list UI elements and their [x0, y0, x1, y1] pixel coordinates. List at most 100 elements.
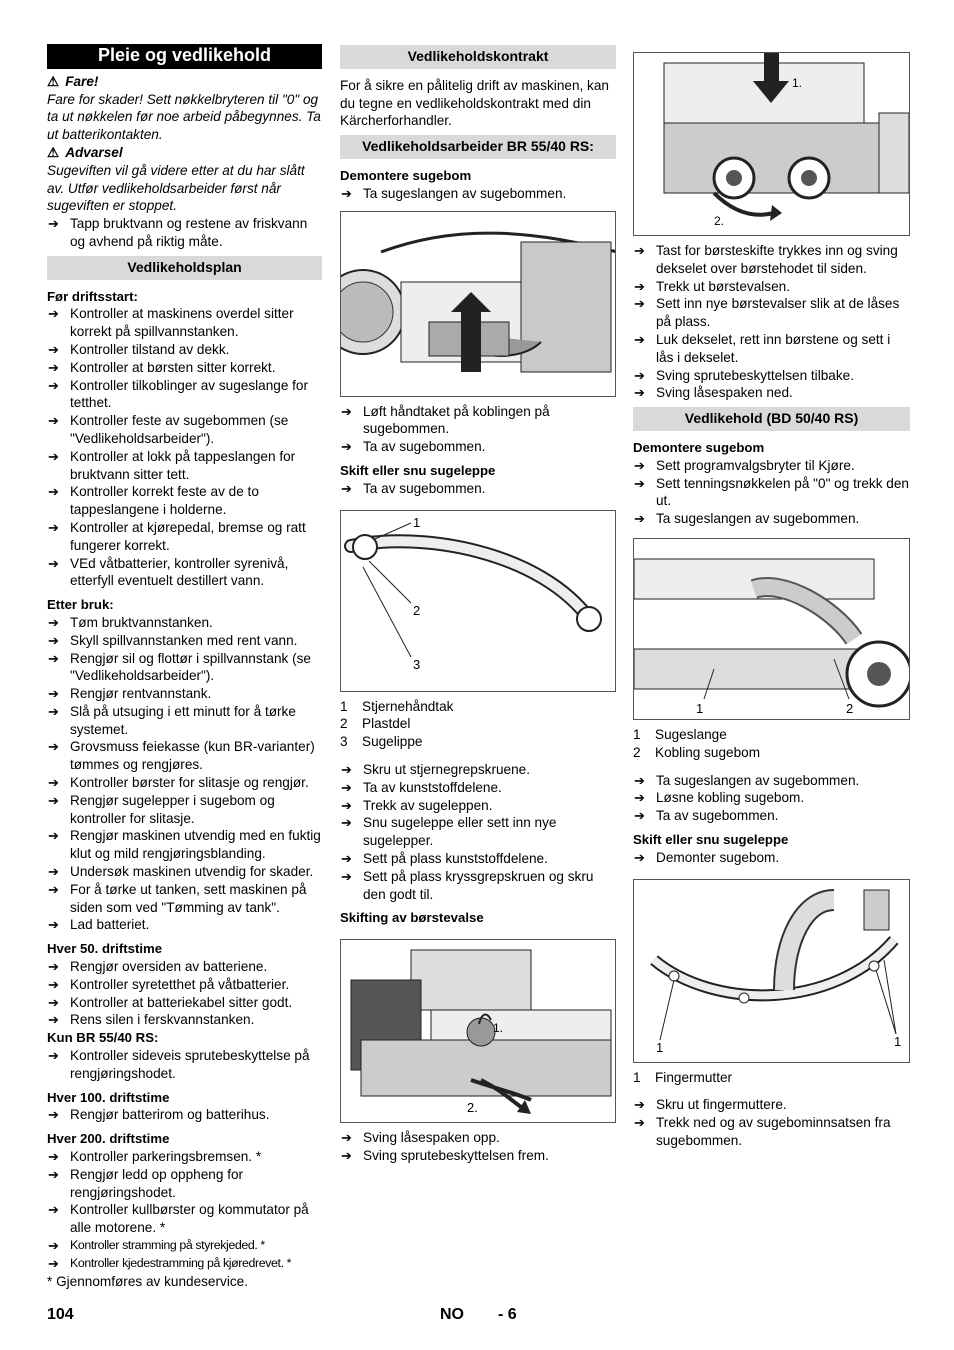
callout-1b: 1	[894, 1034, 901, 1049]
paragraph: For å sikre en pålitelig drift av maskin…	[340, 77, 609, 129]
danger-text: Fare for skader! Sett nøkkelbryteren til…	[47, 91, 321, 143]
list-item: Undersøk maskinen utvendig for skader.	[47, 863, 322, 881]
list-item: Demonter sugebom.	[633, 849, 910, 867]
list-item: Sving sprutebeskyttelsen tilbake.	[633, 367, 910, 385]
list-item: Ta av kunststoffdelene.	[340, 779, 616, 797]
column-middle: Vedlikeholdskontrakt For å sikre en påli…	[340, 44, 616, 1165]
list-item: For å tørke ut tanken, sett maskinen på …	[47, 881, 322, 917]
list-item: Kontroller at maskinens overdel sitter k…	[47, 305, 322, 341]
list-item: Kontroller at lokk på tappeslangen for b…	[47, 448, 322, 484]
list-item: Kontroller korrekt feste av de to tappes…	[47, 483, 322, 519]
danger-label: ⚠Fare!	[47, 73, 99, 89]
list-item: Rengjør maskinen utvendig med en fuktig …	[47, 827, 322, 863]
list-item: Ta sugeslangen av sugebommen.	[340, 185, 616, 203]
list-item: Lad batteriet.	[47, 916, 322, 934]
list-item: Trekk av sugeleppen.	[340, 797, 616, 815]
column-right: 1. 2. Tast for børsteskifte trykkes inn …	[633, 44, 910, 1150]
list-item: Ta sugeslangen av sugebommen.	[633, 510, 910, 528]
callout-1: 1	[696, 701, 703, 716]
list-item: Tast for børsteskifte trykkes inn og svi…	[633, 242, 910, 278]
figure-brush-cover: 1. 2.	[633, 52, 910, 236]
list-item: Rengjør sugelepper i sugebom og kontroll…	[47, 792, 322, 828]
illustration-coupling	[341, 211, 615, 396]
list-item: Rengjør batterirom og batterihus.	[47, 1106, 322, 1124]
callout-2: 2.	[467, 1100, 478, 1115]
subsection-heading: Vedlikeholdskontrakt	[340, 45, 616, 69]
group-heading: Hver 200. driftstime	[47, 1131, 170, 1147]
after-list: Tøm bruktvannstanken. Skyll spillvannsta…	[47, 614, 322, 934]
list-item: Rengjør sil og flottør i spillvannstank …	[47, 650, 322, 686]
list-item: Ta av sugebommen.	[340, 438, 616, 456]
callout-2: 2	[413, 603, 420, 618]
callout-2: 2	[846, 701, 853, 716]
column-left: Pleie og vedlikehold ⚠Fare! Fare for ska…	[47, 44, 322, 1290]
list-item: Skru ut stjernegrepskruene.	[340, 761, 616, 779]
illustration-squeegee: 1 2 3	[344, 515, 602, 672]
group-heading: Kun BR 55/40 RS:	[47, 1030, 159, 1046]
figure-suction-hose: 1 2	[633, 537, 910, 720]
figure-suction-coupling	[340, 210, 616, 397]
warning-text: Sugeviften vil gå videre etter at du har…	[47, 162, 305, 214]
list-item: Sett inn nye børstevalser slik at de lås…	[633, 295, 910, 331]
subsection-heading: Vedlikeholdsplan	[47, 255, 322, 280]
list-item: Rengjør ledd op oppheng for rengjøringsh…	[47, 1166, 322, 1202]
illustration-brush-cover: 1. 2.	[634, 53, 909, 235]
group-heading: Før driftsstart:	[47, 288, 138, 304]
list-item: Luk dekselet, rett inn børstene og sett …	[633, 331, 910, 367]
group-heading: Etter bruk:	[47, 597, 114, 613]
callout-2: 2.	[714, 214, 724, 228]
list-item: Sett programvalgsbryter til Kjøre.	[633, 457, 910, 475]
callout-1a: 1	[656, 1040, 663, 1055]
list-item: Ta av sugebommen.	[340, 480, 616, 498]
list-item: Rengjør oversiden av batteriene.	[47, 958, 322, 976]
list-item: Kontroller sideveis sprutebeskyttelse på…	[47, 1047, 322, 1083]
list-item: Ta av sugebommen.	[633, 807, 910, 825]
list-item: Snu sugeleppe eller sett inn nye sugelep…	[340, 814, 616, 850]
list-item: Rengjør rentvannstank.	[47, 685, 322, 703]
list-item: Kontroller at børsten sitter korrekt.	[47, 359, 322, 377]
list-item: Slå på utsuging i ett minutt for å tørke…	[47, 703, 322, 739]
list-item: Kontroller at batteriekabel sitter godt.	[47, 994, 322, 1012]
subsection-heading: Vedlikehold (BD 50/40 RS)	[633, 407, 910, 431]
section-title: Pleie og vedlikehold	[47, 44, 322, 69]
list-item: Trekk ned og av sugebominnsatsen fra sug…	[633, 1114, 910, 1150]
list-item: Rens silen i ferskvannstanken.	[47, 1011, 322, 1029]
list-item: Skyll spillvannstanken med rent vann.	[47, 632, 322, 650]
list-item: VEd våtbatterier, kontroller syrenivå, e…	[47, 555, 322, 591]
callout-3: 3	[413, 657, 420, 672]
list-item: Sett tenningsnøkkelen på "0" og trekk de…	[633, 475, 910, 511]
list-item: Løsne kobling sugebom.	[633, 789, 910, 807]
list-item: Tapp bruktvann og restene av friskvann o…	[47, 215, 322, 251]
list-item: Kontroller børster for slitasje og rengj…	[47, 774, 322, 792]
list-item: Kontroller at kjørepedal, bremse og ratt…	[47, 519, 322, 555]
list-item: Sett på plass kunststoffdelene.	[340, 850, 616, 868]
subsection-heading: Vedlikeholdsarbeider BR 55/40 RS:	[340, 135, 616, 159]
page-number: 104	[47, 1306, 74, 1323]
figure-brush-lever: 1. 2.	[340, 939, 616, 1124]
callout-1: 1.	[493, 1021, 503, 1035]
footnote: * Gjennomføres av kundeservice.	[47, 1273, 248, 1289]
group-heading: Skift eller snu sugeleppe	[340, 462, 496, 478]
figure-squeegee-insert: 1 1	[633, 878, 910, 1063]
list-item: Kontroller stramming på styrekjeded. *	[47, 1237, 322, 1255]
warning-triangle-icon: ⚠	[47, 73, 60, 89]
before-list: Kontroller at maskinens overdel sitter k…	[47, 305, 322, 590]
sub-page-number: - 6	[498, 1306, 517, 1323]
list-item: Tøm bruktvannstanken.	[47, 614, 322, 632]
list-item: Kontroller kullbørster og kommutator på …	[47, 1201, 322, 1237]
group-heading: Demontere sugebom	[633, 439, 765, 455]
list-item: Skru ut fingermuttere.	[633, 1096, 910, 1114]
list-item: Kontroller kjedestramming på kjøredrevet…	[47, 1255, 322, 1273]
list-item: Kontroller feste av sugebommen (se "Vedl…	[47, 412, 322, 448]
list-item: Sving låsespaken opp.	[340, 1129, 616, 1147]
language-code: NO	[440, 1306, 464, 1323]
list-item: Grovsmuss feiekasse (kun BR-varianter) t…	[47, 738, 322, 774]
warning-triangle-icon: ⚠	[47, 144, 60, 160]
